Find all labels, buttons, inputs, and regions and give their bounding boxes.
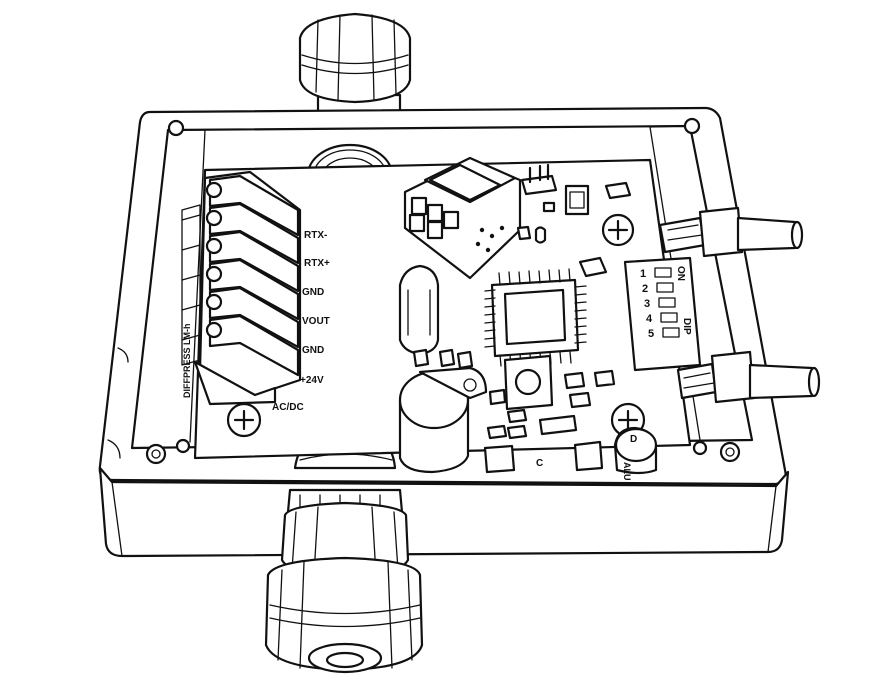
- pin-header: [520, 163, 632, 216]
- capacitor-d-label: D: [630, 434, 637, 445]
- capacitor-c-label: C: [536, 458, 543, 469]
- dip-pos-4: 4: [646, 313, 653, 325]
- alu-label: ALU: [622, 462, 632, 481]
- top-cable-gland: [298, 12, 412, 127]
- bottom-cable-gland: [264, 488, 424, 674]
- crystal-oscillator: [398, 264, 440, 356]
- dip-on-label: ON: [675, 266, 686, 281]
- smd-components: [412, 225, 616, 474]
- terminal-block: [181, 170, 302, 406]
- capacitor-c: C: [398, 366, 543, 474]
- pressure-port-upper: [658, 206, 804, 258]
- capacitor-d: D ALU: [613, 426, 658, 481]
- terminal-label-gnd-1: GND: [302, 287, 324, 298]
- terminal-label-rtx-minus: RTX-: [304, 230, 327, 241]
- terminal-label-gnd-2: GND: [302, 345, 324, 356]
- microcontroller: [484, 268, 587, 367]
- power-label: AC/DC: [272, 402, 304, 413]
- dip-pos-2: 2: [642, 283, 648, 295]
- dip-pos-1: 1: [640, 268, 646, 280]
- terminal-label-vout: VOUT: [302, 316, 330, 327]
- terminal-label-rtx-plus: RTX+: [304, 258, 330, 269]
- pcb-screws: [226, 213, 646, 438]
- dip-pos-3: 3: [644, 298, 650, 310]
- terminal-labels: RTX- RTX+ GND VOUT GND +24V AC/DC DIFFPR…: [182, 230, 330, 413]
- model-label: DIFFPRESS LM-h: [182, 324, 192, 399]
- pressure-port-lower: [676, 350, 821, 404]
- dip-label: DIP: [681, 318, 692, 335]
- terminal-label-24v: +24V: [300, 375, 324, 386]
- dip-pos-5: 5: [648, 328, 654, 340]
- dip-switch: 1 2 3 4 5 ON DIP: [623, 256, 702, 372]
